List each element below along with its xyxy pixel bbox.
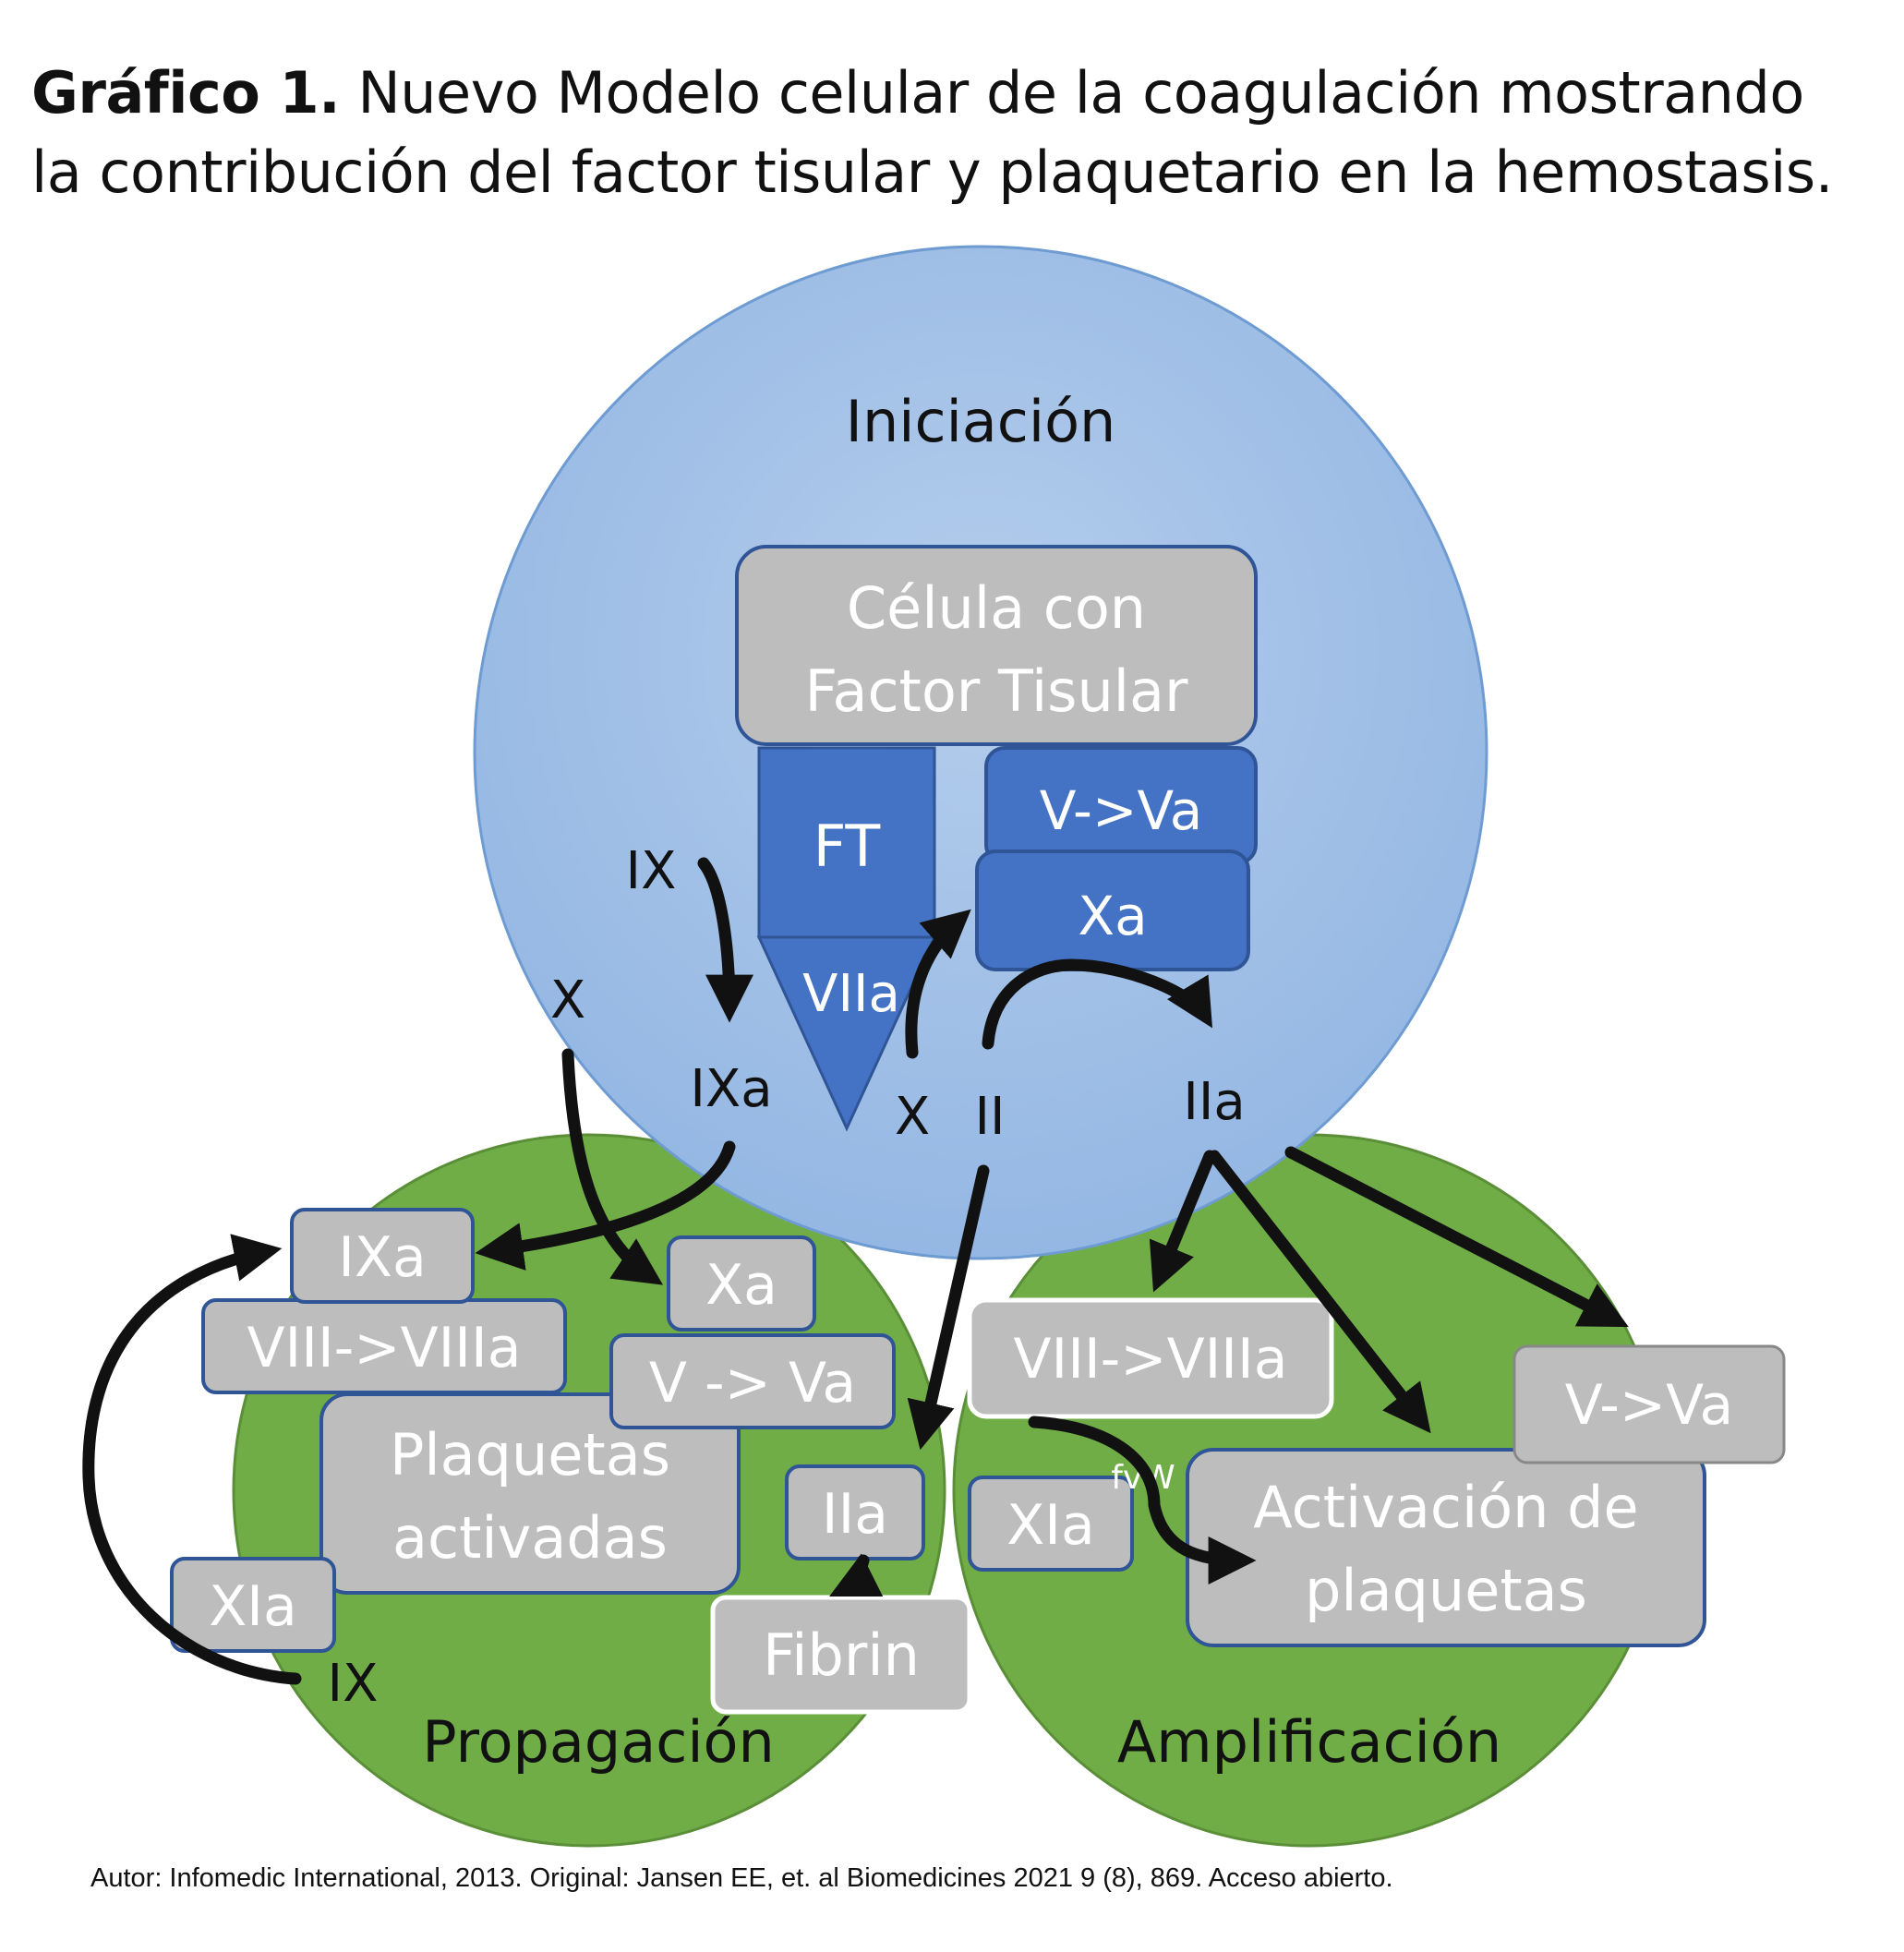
platelets-label-1: Plaquetas [390, 1421, 670, 1488]
v-va-prop-label: V -> Va [649, 1351, 856, 1416]
tf-cell-label-1: Célula con [847, 574, 1146, 642]
x-left-label: X [550, 970, 585, 1030]
ii-label: II [974, 1087, 1005, 1147]
xia-amp-box [968, 1476, 1134, 1572]
x-center-label: X [895, 1087, 930, 1147]
tf-cell-label-2: Factor Tisular [805, 657, 1188, 725]
arrow-x-to-xa-init [905, 909, 971, 1059]
arrow-ix-to-ixa [697, 857, 753, 1023]
v-va-amp-label: V->Va [1565, 1373, 1734, 1438]
viia-triangle [756, 935, 937, 1132]
arrow-iia-to-activation [1208, 1150, 1431, 1434]
v-va-init-label: V->Va [1040, 779, 1203, 842]
amplification-label: Amplificación [1117, 1708, 1501, 1776]
v-va-amp-box [1512, 1344, 1786, 1464]
ixa-prop-box [290, 1208, 475, 1304]
platelets-label-2: activadas [392, 1504, 668, 1572]
fibrin-box [710, 1595, 972, 1715]
xa-init-label: Xa [1078, 885, 1147, 947]
activation-label-2: plaquetas [1305, 1557, 1587, 1624]
arrow-iia-to-viii-amp [1149, 1150, 1216, 1293]
iia-prop-label: IIa [822, 1482, 888, 1547]
arrow-ii-to-iia [982, 958, 1213, 1050]
arrow-ix-to-ixa-loop [82, 1234, 302, 1685]
arrow-x-to-xa-prop [561, 1048, 664, 1285]
viii-amp-label: VIII->VIIIa [1014, 1327, 1288, 1392]
iia-free-label: IIa [1183, 1072, 1245, 1132]
viia-label: VIIa [802, 964, 900, 1024]
ft-label: FT [813, 813, 882, 880]
arrow-viii-amp-to-activation [1028, 1416, 1257, 1584]
viii-amp-box [967, 1297, 1334, 1419]
v-va-prop-box [609, 1333, 896, 1429]
initiation-label: Iniciación [846, 388, 1116, 455]
ixa-prop-label: IXa [338, 1225, 427, 1290]
arrow-ii-to-iia-prop [907, 1164, 990, 1451]
fibrin-label: Fibrin [763, 1621, 920, 1689]
ix-top-label: IX [626, 841, 677, 901]
activation-label-1: Activación de [1253, 1474, 1638, 1541]
xia-amp-label: XIa [1006, 1493, 1095, 1558]
xia-prop-box [170, 1557, 336, 1653]
ixa-free-label: IXa [690, 1059, 772, 1119]
arrow-ixa-to-ixa-prop [475, 1140, 736, 1271]
figure-title: Gráfico 1. Nuevo Modelo celular de la co… [31, 54, 1860, 212]
credit-line: Autor: Infomedic International, 2013. Or… [90, 1863, 1393, 1893]
arrow-iia-to-v-va-amp [1284, 1146, 1629, 1328]
tf-cell-box [735, 545, 1258, 746]
figure-title-text: Nuevo Modelo celular de la coagulación m… [31, 59, 1833, 206]
arrow-iia-prop-to-fibrin [829, 1553, 884, 1597]
propagation-label: Propagación [422, 1708, 775, 1776]
ft-box [757, 746, 936, 939]
viii-prop-label: VIII->VIIIa [247, 1316, 522, 1380]
ix-bottom-label: IX [328, 1654, 379, 1714]
xa-prop-label: Xa [705, 1253, 777, 1318]
xa-prop-box [667, 1235, 816, 1331]
xia-prop-label: XIa [209, 1574, 297, 1639]
figure-title-prefix: Gráfico 1. [31, 59, 341, 127]
